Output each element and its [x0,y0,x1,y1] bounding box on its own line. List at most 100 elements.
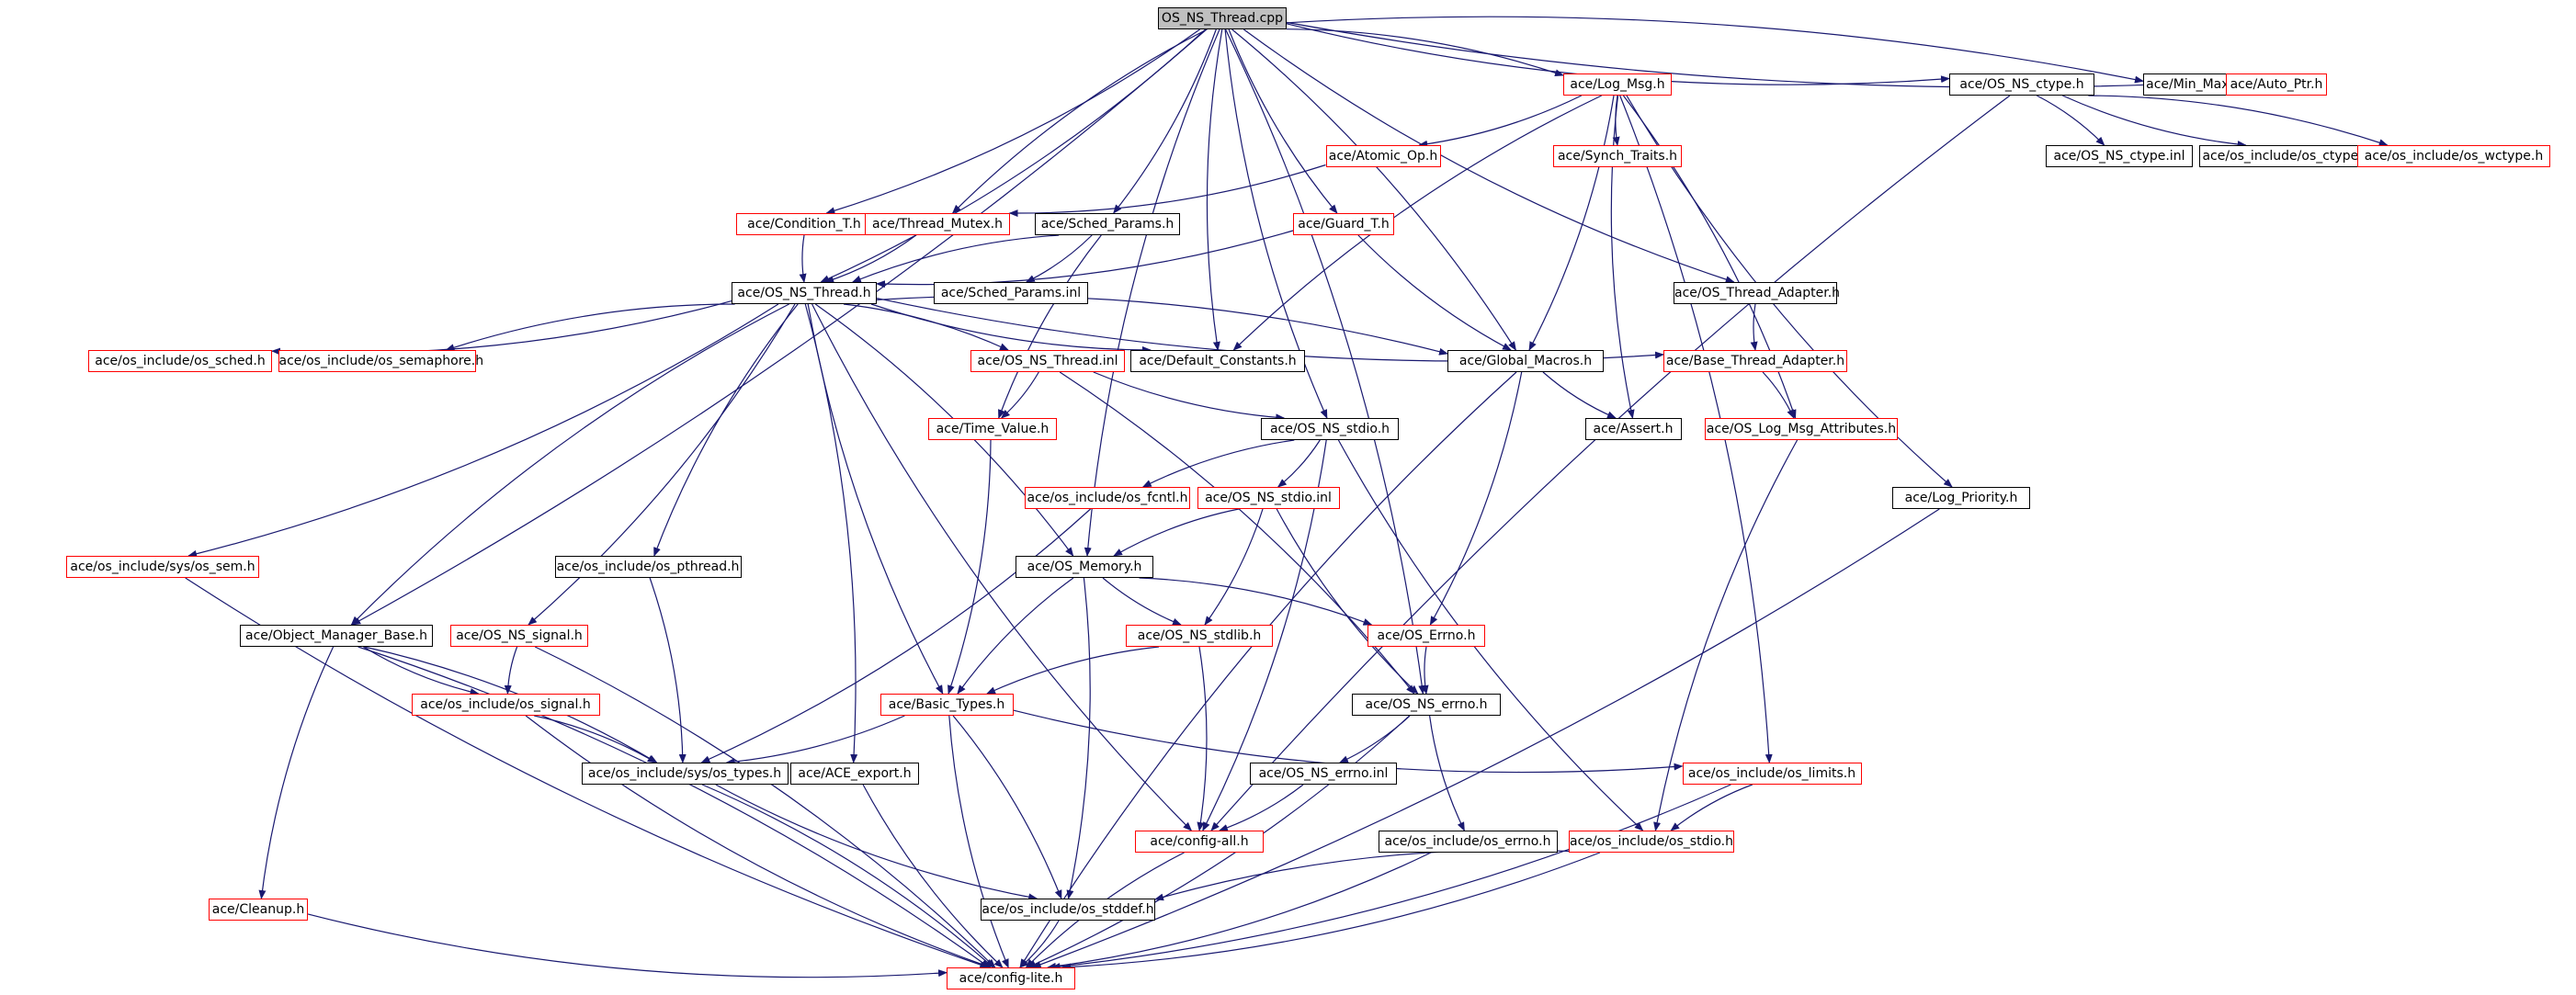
include-edge-root-to-minmax [1286,16,2144,84]
header-node-ace-os-errno-h[interactable]: ace/OS_Errno.h [1367,625,1485,647]
header-node-ace-os-include-os-ctype-h[interactable]: ace/os_include/os_ctype.h [2199,145,2374,167]
header-node-ace-os-include-os-stdio-h[interactable]: ace/os_include/os_stdio.h [1569,831,1734,853]
header-node-ace-os-memory-h[interactable]: ace/OS_Memory.h [1016,556,1153,578]
header-node-ace-os-include-os-wctype-h[interactable]: ace/os_include/os_wctype.h [2357,145,2550,167]
include-edge-nserrno-to-nserrnoinl [1338,715,1411,763]
header-node-ace-os-include-os-sched-h[interactable]: ace/os_include/os_sched.h [88,350,272,372]
include-edge-memory-to-basic [957,577,1074,695]
include-edge-memory-to-errno [1139,577,1373,626]
include-edge-nserrno-to-configlite [1027,715,1411,968]
header-node-ace-os-ns-stdio-h[interactable]: ace/OS_NS_stdio.h [1261,418,1399,440]
header-node-ace-log-msg-h[interactable]: ace/Log_Msg.h [1563,73,1672,96]
header-node-ace-os-include-os-errno-h[interactable]: ace/os_include/os_errno.h [1378,831,1558,853]
include-edge-globmac-to-errno [1429,371,1523,626]
include-edge-objmgr-to-systypes [364,646,658,763]
header-node-ace-sched-params-inl[interactable]: ace/Sched_Params.inl [934,282,1088,304]
include-edge-thread-to-aceexport [804,303,858,763]
include-edge-basic-to-stddef [952,715,1062,899]
include-edge-syssem-to-configlite [185,577,990,968]
include-edge-nserrnoinl-to-configall [1218,784,1304,831]
include-edge-stdlib-to-configall [1197,646,1208,831]
include-edge-fcntl-to-systypes [700,508,1092,763]
include-edge-ctype-to-osctype [2062,95,2247,149]
include-edge-limits-to-osstdio [1670,784,1753,831]
include-edge-root-to-defconst [1206,28,1223,351]
header-node-ace-atomic-op-h[interactable]: ace/Atomic_Op.h [1325,145,1441,167]
header-node-ace-global-macros-h[interactable]: ace/Global_Macros.h [1447,350,1604,372]
header-node-ace-config-lite-h[interactable]: ace/config-lite.h [947,967,1075,989]
header-node-ace-os-ns-errno-inl[interactable]: ace/OS_NS_errno.inl [1250,763,1397,785]
header-node-ace-basic-types-h[interactable]: ace/Basic_Types.h [879,694,1014,716]
header-node-ace-os-ns-thread-h[interactable]: ace/OS_NS_Thread.h [732,282,877,304]
header-node-ace-thread-mutex-h[interactable]: ace/Thread_Mutex.h [865,213,1010,235]
header-node-ace-os-include-sys-os-sem-h[interactable]: ace/os_include/sys/os_sem.h [66,556,259,578]
include-edge-logmsg-to-defconst [1232,95,1602,351]
header-node-ace-log-priority-h[interactable]: ace/Log_Priority.h [1892,487,2030,509]
include-edge-objmgr-to-ossignal [363,646,480,695]
include-edge-cond-to-thread [799,234,807,283]
include-edge-threadinl-to-stdio [1093,371,1286,422]
header-node-ace-base-thread-adapter-h[interactable]: ace/Base_Thread_Adapter.h [1663,350,1847,372]
include-edge-guard-to-globmac [1357,234,1512,351]
header-node-ace-os-log-msg-attributes-h[interactable]: ace/OS_Log_Msg_Attributes.h [1705,418,1898,440]
include-edge-root-to-guard [1228,28,1338,214]
include-edge-ctype-to-wctype [2088,95,2389,146]
include-edge-btadapter-to-logattr [1762,371,1795,419]
include-edge-thread-to-syssem [187,303,779,558]
include-edge-stdioinl-to-memory [1113,508,1240,557]
header-node-ace-os-ns-errno-h[interactable]: ace/OS_NS_errno.h [1352,694,1501,716]
header-node-ace-config-all-h[interactable]: ace/config-all.h [1135,831,1264,853]
include-edge-stdlib-to-basic [986,646,1160,695]
include-edge-stdio-to-fcntl [1141,439,1295,488]
include-edge-basic-to-configlite [948,715,1009,968]
header-node-ace-auto-ptr-h[interactable]: ace/Auto_Ptr.h [2226,73,2327,96]
header-node-ace-sched-params-h[interactable]: ace/Sched_Params.h [1035,213,1180,235]
include-edge-root-to-sched [1113,28,1217,214]
header-node-ace-os-include-os-pthread-h[interactable]: ace/os_include/os_pthread.h [554,556,742,578]
include-edge-aceexport-to-configlite [862,784,1004,968]
header-node-ace-os-include-os-signal-h[interactable]: ace/os_include/os_signal.h [411,694,600,716]
include-edge-memory-to-stddef [1066,577,1091,899]
header-node-ace-os-include-os-stddef-h[interactable]: ace/os_include/os_stddef.h [981,899,1155,921]
header-node-ace-os-ns-stdio-inl[interactable]: ace/OS_NS_stdio.inl [1197,487,1340,509]
header-node-ace-cleanup-h[interactable]: ace/Cleanup.h [209,899,308,921]
include-edge-limits-to-configlite [1050,784,1731,971]
include-edge-root-to-cond [825,28,1200,215]
include-edge-tadapter-to-btadapter [1750,303,1758,351]
header-node-ace-os-ns-stdlib-h[interactable]: ace/OS_NS_stdlib.h [1126,625,1273,647]
include-edge-root-to-logmsg [1286,28,1564,77]
header-node-ace-condition-t-h[interactable]: ace/Condition_T.h [736,213,872,235]
header-node-ace-os-ns-signal-h[interactable]: ace/OS_NS_signal.h [450,625,588,647]
include-edge-globmac-to-configlite [1019,371,1517,968]
header-node-ace-os-include-sys-os-types-h[interactable]: ace/os_include/sys/os_types.h [581,763,789,785]
header-node-ace-default-constants-h[interactable]: ace/Default_Constants.h [1130,350,1305,372]
header-node-ace-time-value-h[interactable]: ace/Time_Value.h [928,418,1057,440]
include-edge-thread-to-objmgr [350,303,789,626]
header-node-ace-synch-traits-h[interactable]: ace/Synch_Traits.h [1553,145,1682,167]
include-edge-errno-to-nserrno [1421,646,1429,695]
include-edge-thread-to-ossem [445,303,735,352]
include-edge-ctype-to-ctypeinl [2037,95,2105,146]
header-node-ace-os-ns-ctype-h[interactable]: ace/OS_NS_ctype.h [1949,73,2094,96]
header-node-ace-os-ns-thread-inl[interactable]: ace/OS_NS_Thread.inl [970,350,1125,372]
header-node-ace-os-include-os-semaphore-h[interactable]: ace/os_include/os_semaphore.h [278,350,483,372]
include-edge-stdio-to-stdioinl [1277,439,1321,488]
header-node-ace-object-manager-base-h[interactable]: ace/Object_Manager_Base.h [240,625,433,647]
include-edge-ctype-to-configall [1210,95,2011,831]
include-edge-nssignal-to-ossignal [504,646,518,695]
include-edge-cleanup-to-configlite [307,913,948,978]
include-edge-memory-to-stdlib [1102,577,1182,626]
header-node-ace-assert-h[interactable]: ace/Assert.h [1584,418,1682,440]
header-node-ace-os-ns-ctype-inl[interactable]: ace/OS_NS_ctype.inl [2046,145,2193,167]
include-edge-osstdio-to-stddef [1154,849,1570,901]
header-node-ace-ace-export-h[interactable]: ace/ACE_export.h [790,763,919,785]
header-node-ace-os-include-os-fcntl-h[interactable]: ace/os_include/os_fcntl.h [1025,487,1190,509]
include-edge-sched-to-timeval [998,234,1102,419]
header-node-ace-os-thread-adapter-h[interactable]: ace/OS_Thread_Adapter.h [1674,282,1840,304]
include-edge-logmsg-to-globmac [1528,95,1615,351]
header-node-ace-os-include-os-limits-h[interactable]: ace/os_include/os_limits.h [1682,763,1862,785]
include-edge-stddef-to-configlite [1019,920,1060,968]
include-edge-thread-to-pthread [653,303,799,557]
header-node-ace-guard-t-h[interactable]: ace/Guard_T.h [1293,213,1394,235]
